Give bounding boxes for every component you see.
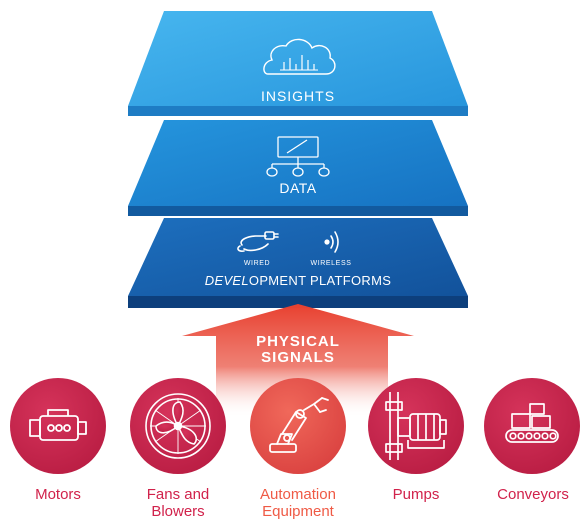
insights-layer: INSIGHTS	[128, 11, 468, 116]
automation-label-line1: Automation	[260, 486, 336, 503]
conveyors-label: Conveyors	[486, 486, 580, 503]
data-edge	[128, 206, 468, 216]
insights-label: INSIGHTS	[261, 88, 335, 104]
wireless-signal-icon	[324, 231, 339, 253]
cloud-analytics-icon	[263, 38, 336, 75]
pumps-circle	[368, 378, 464, 474]
platforms-label: DEVELOPMENT PLATFORMS	[205, 273, 391, 288]
equipment-conveyors	[484, 378, 580, 474]
equipment-automation	[250, 378, 346, 474]
platforms-top-face	[128, 218, 468, 296]
data-label: DATA	[279, 180, 316, 196]
fans-label-line1: Fans and	[146, 486, 210, 503]
computer-network-icon	[266, 136, 330, 177]
arrow-label-line2: SIGNALS	[261, 349, 335, 366]
equipment-fans	[130, 378, 226, 474]
pumps-label-line1: Pumps	[392, 486, 440, 503]
wired-label: WIRED	[244, 260, 270, 267]
platforms-edge	[128, 296, 468, 308]
motors-label-line1: Motors	[35, 486, 81, 503]
conveyor-icon	[505, 403, 559, 443]
equipment-pumps	[368, 378, 464, 474]
equipment-motors	[10, 378, 106, 474]
wireless-label: WIRELESS	[311, 260, 352, 267]
automation-circle	[250, 378, 346, 474]
cable-plug-icon	[237, 231, 279, 252]
automation-label-line2: Equipment	[262, 503, 334, 520]
fans-label-line2: Blowers	[151, 503, 205, 520]
pump-icon	[385, 392, 447, 460]
arrow-label-line1: PHYSICAL	[256, 333, 340, 350]
insights-top-face	[128, 11, 468, 106]
conveyors-label-line1: Conveyors	[497, 486, 569, 503]
motor-icon	[29, 409, 87, 441]
development-platforms-layer: WIRED WIRELESS DEVELOPMENT PLATFORMS	[128, 218, 468, 308]
motors-label: Motors	[18, 486, 98, 503]
fan-icon	[145, 393, 211, 459]
arrow-shape	[182, 304, 414, 418]
data-layer: DATA	[128, 120, 468, 216]
robot-arm-icon	[269, 397, 329, 453]
pumps-label: Pumps	[371, 486, 461, 503]
physical-signals-arrow: PHYSICAL SIGNALS	[182, 304, 414, 418]
insights-edge	[128, 106, 468, 116]
